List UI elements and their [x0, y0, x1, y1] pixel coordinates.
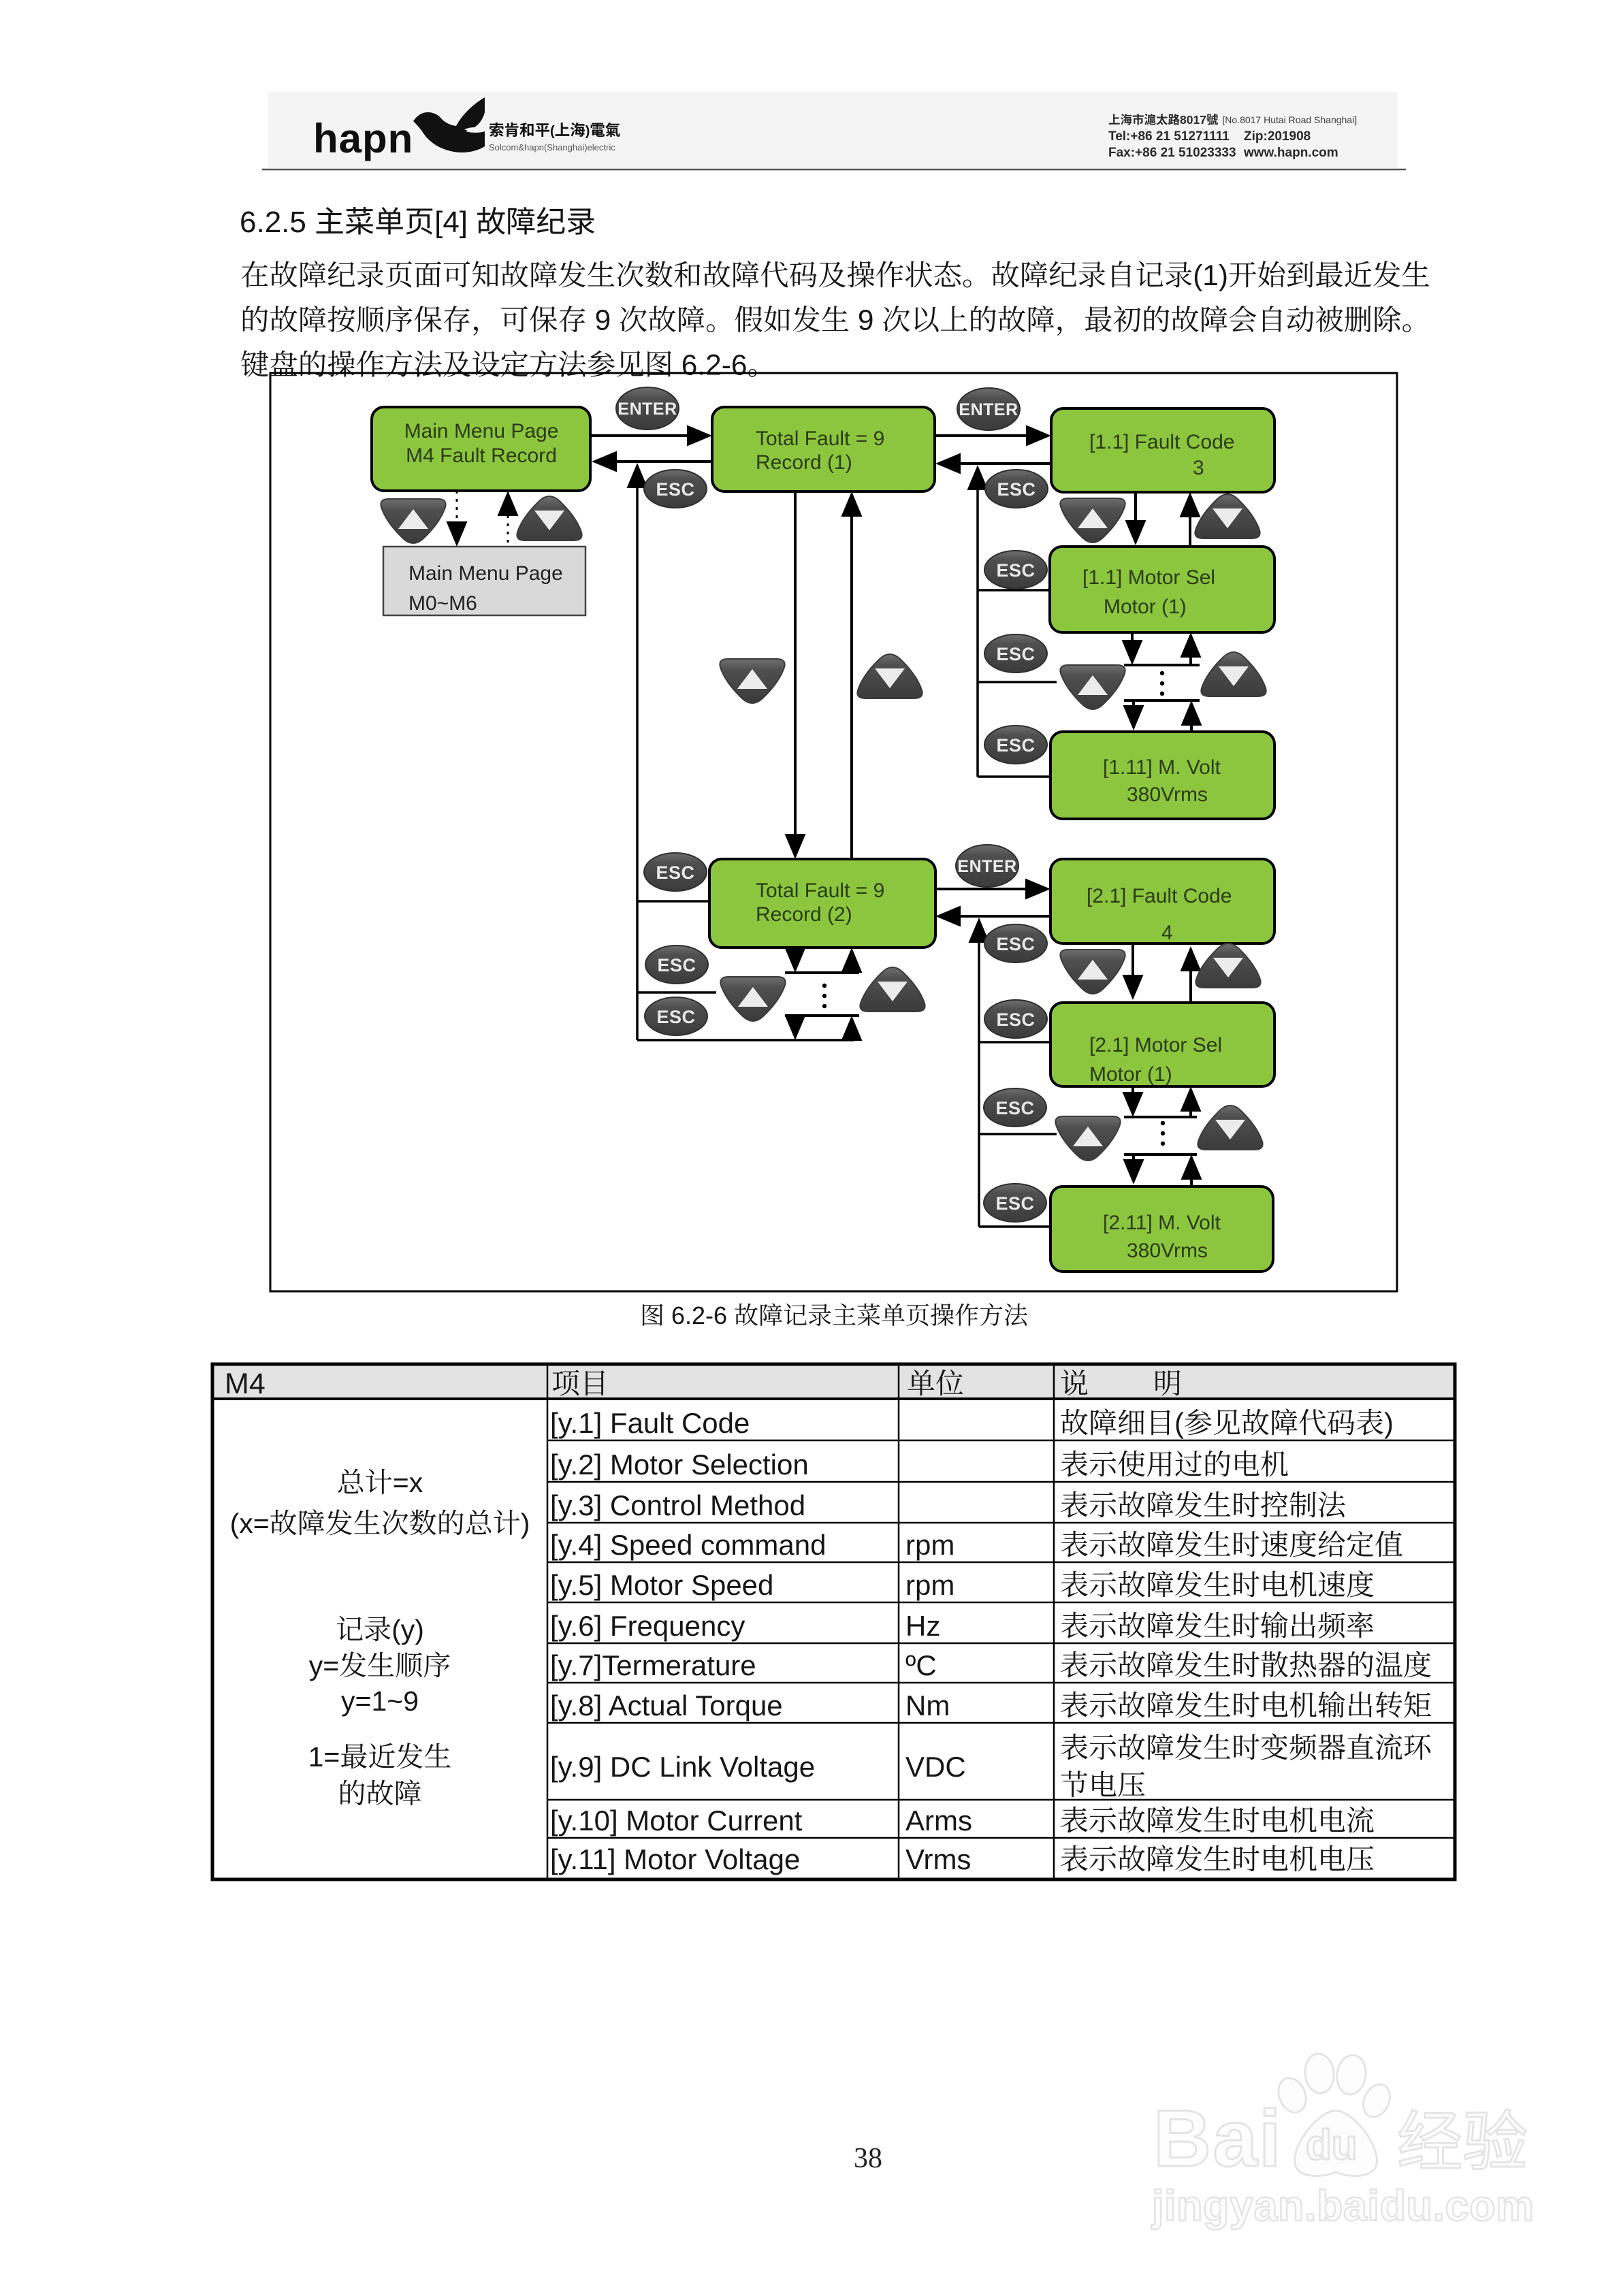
svg-text:3: 3 [1193, 457, 1204, 479]
svg-text:[y.5] Motor Speed: [y.5] Motor Speed [550, 1569, 773, 1601]
svg-text:[1.1] Fault Code: [1.1] Fault Code [1089, 431, 1234, 453]
svg-text:(1): (1) [1193, 259, 1228, 291]
svg-text:Solcom&hapn(Shanghai)electric: Solcom&hapn(Shanghai)electric [489, 142, 615, 152]
svg-text:Total Fault = 9: Total Fault = 9 [756, 879, 884, 902]
svg-text:du: du [1306, 2122, 1358, 2169]
svg-text:[y.1] Fault Code: [y.1] Fault Code [550, 1407, 750, 1439]
svg-text:M4: M4 [225, 1368, 266, 1400]
svg-text:y=1~9: y=1~9 [341, 1685, 419, 1717]
svg-text:[2.1] Motor Sel: [2.1] Motor Sel [1089, 1034, 1222, 1056]
svg-text:jingyan.baidu.com: jingyan.baidu.com [1151, 2182, 1535, 2230]
svg-text:9: 9 [595, 304, 611, 336]
svg-text:Main Menu Page: Main Menu Page [404, 420, 559, 442]
svg-text:380Vrms: 380Vrms [1127, 1240, 1208, 1262]
svg-text:(x=: (x= [230, 1508, 270, 1539]
svg-text:Bai: Bai [1153, 2094, 1283, 2184]
svg-text:6.2-6: 6.2-6 [681, 349, 748, 381]
svg-text:[2.1] Fault Code: [2.1] Fault Code [1087, 885, 1232, 907]
svg-text:[y.11] Motor Voltage: [y.11] Motor Voltage [550, 1843, 800, 1875]
svg-text:M4 Fault Record: M4 Fault Record [406, 444, 557, 467]
svg-text:380Vrms: 380Vrms [1127, 783, 1208, 806]
svg-text:VDC: VDC [905, 1751, 966, 1783]
svg-text:[y.4] Speed command: [y.4] Speed command [550, 1529, 826, 1561]
svg-text:[No.8017 Hutai Road Shanghai]: [No.8017 Hutai Road Shanghai] [1222, 114, 1357, 125]
svg-text:4: 4 [1161, 922, 1173, 944]
svg-text:): ) [1384, 1407, 1394, 1439]
svg-text:[1.11] M. Volt: [1.11] M. Volt [1103, 756, 1221, 779]
svg-text:[y.2] Motor Selection: [y.2] Motor Selection [550, 1449, 809, 1481]
svg-text:=x: =x [393, 1467, 423, 1498]
svg-text:[1.1] Motor Sel: [1.1] Motor Sel [1082, 566, 1215, 589]
svg-text:Hz: Hz [905, 1610, 940, 1642]
svg-text:1=: 1= [308, 1741, 340, 1773]
svg-text:Motor (1): Motor (1) [1104, 596, 1187, 618]
svg-text:Zip:201908: Zip:201908 [1244, 129, 1311, 144]
svg-text:): ) [521, 1508, 530, 1539]
svg-text:Motor (1): Motor (1) [1089, 1063, 1172, 1086]
svg-text:Tel:+86 21 51271111: Tel:+86 21 51271111 [1108, 129, 1230, 144]
svg-text:Record (2): Record (2) [756, 903, 852, 926]
svg-text:[y.7]Termerature: [y.7]Termerature [550, 1649, 756, 1681]
svg-text:hapn: hapn [313, 116, 413, 161]
svg-text:6.2-6: 6.2-6 [671, 1301, 727, 1329]
svg-text:38: 38 [854, 2143, 882, 2174]
svg-text:y=: y= [309, 1650, 339, 1681]
svg-text:ºC: ºC [905, 1649, 937, 1681]
svg-text:9: 9 [858, 304, 874, 336]
svg-text:www.hapn.com: www.hapn.com [1243, 146, 1338, 160]
svg-text:(: ( [1174, 1407, 1184, 1439]
svg-text:M0~M6: M0~M6 [408, 592, 477, 615]
svg-text:(y): (y) [391, 1614, 424, 1645]
svg-text:rpm: rpm [905, 1529, 954, 1561]
svg-text:[y.6] Frequency: [y.6] Frequency [550, 1610, 745, 1642]
svg-text:): ) [585, 124, 590, 139]
svg-text:[y.10] Motor Current: [y.10] Motor Current [550, 1805, 803, 1837]
svg-text:Vrms: Vrms [905, 1843, 971, 1875]
svg-text:[y.9] DC Link Voltage: [y.9] DC Link Voltage [550, 1751, 815, 1783]
svg-text:[y.8] Actual Torque: [y.8] Actual Torque [550, 1689, 783, 1721]
svg-text:Total Fault = 9: Total Fault = 9 [756, 427, 884, 450]
svg-text:8017: 8017 [1180, 113, 1206, 127]
svg-text:Record (1): Record (1) [756, 451, 852, 474]
svg-text:Fax:+86 21 51023333: Fax:+86 21 51023333 [1108, 146, 1236, 160]
svg-text:Arms: Arms [905, 1805, 972, 1837]
svg-text:Main Menu Page: Main Menu Page [408, 562, 563, 585]
svg-text:rpm: rpm [905, 1569, 954, 1601]
svg-text:(: ( [550, 124, 555, 139]
svg-text:[4]: [4] [434, 206, 468, 239]
svg-text:6.2.5: 6.2.5 [240, 206, 306, 239]
svg-text:Nm: Nm [905, 1689, 950, 1721]
svg-text:[2.11] M. Volt: [2.11] M. Volt [1103, 1212, 1221, 1234]
svg-text:[y.3] Control Method: [y.3] Control Method [550, 1489, 805, 1521]
